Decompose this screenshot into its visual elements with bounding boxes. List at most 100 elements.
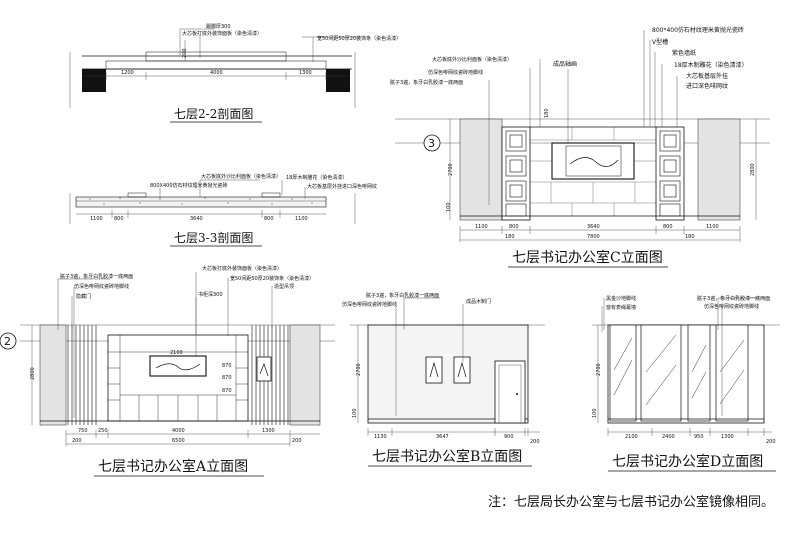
note-22-1: 大芯板打底外装饰面板（染色清漆） (182, 30, 262, 37)
d-sub-0: 200 (766, 439, 776, 445)
dim-33-3: 800 (264, 216, 274, 222)
c-height-100: 100 (446, 202, 452, 212)
d-height-2700: 2700 (596, 363, 602, 376)
a-inner-3: 870 (222, 388, 232, 394)
note-c-0: 800*400仿石材纹理米黄抛光瓷砖 (652, 26, 744, 34)
a-scroll-painting (149, 355, 207, 377)
note-33-1: 800X400仿石材纹理米黄抛光瓷砖 (150, 182, 228, 189)
dim-33-2: 3640 (190, 216, 203, 222)
a-dim-2: 4000 (172, 428, 185, 434)
b-frame-left (425, 356, 443, 384)
dim-22-small: 200 (182, 48, 188, 58)
note-d-3: 仿深色啡网纹瓷砖地脚线 (704, 303, 759, 310)
note-c-9: 成品轴画 (553, 60, 577, 68)
dim-33-4: 1100 (295, 216, 308, 222)
c-height-2800: 2800 (750, 163, 756, 176)
marker-2-label: 2 (4, 335, 11, 348)
c-dim-3: 800 (663, 224, 673, 230)
note-c-6: 大芯板底外沙比利面板（染色清漆） (432, 56, 512, 63)
marker-3-label: 3 (428, 137, 435, 150)
note-c-4: 大芯板基层外挂 (686, 72, 728, 80)
dim-22-0: 1200 (121, 70, 134, 76)
c-fretwork-left (501, 126, 531, 221)
note-c-5: 进口深色啡网纹 (686, 82, 728, 90)
c-wall-right (697, 118, 741, 221)
a-frame-picture (256, 356, 272, 382)
painting-landscape (569, 157, 619, 167)
d-dim-1: 2400 (662, 434, 675, 440)
c-height-2700: 2700 (448, 163, 454, 176)
c-dim-total: 7800 (587, 234, 600, 240)
d-glass-panel-3 (687, 324, 711, 422)
a-inner-0: 2100 (170, 350, 183, 356)
note-a-0: 腻子3遍，象牙白乳胶漆一底两面 (60, 273, 133, 280)
title-elevation-d: 七层书记办公室D立面图 (612, 453, 763, 470)
floor-strip (75, 196, 327, 208)
b-frame-right (453, 356, 471, 384)
a-dim-0: 750 (78, 428, 88, 434)
c-dim-2: 3640 (587, 224, 600, 230)
section-marker-2 (0, 332, 17, 350)
a-sub-1: 200 (292, 438, 302, 444)
note-b-1: 仿深色啡网纹瓷砖地脚线 (342, 301, 397, 308)
section-2-2: 踢脚厚300 大芯板打底外装饰面板（染色清漆） 宽50间距50厚20装饰条（染色… (69, 23, 401, 123)
a-wall-right (289, 324, 321, 426)
a-sub-0: 200 (72, 438, 82, 444)
a-dim-3: 1300 (262, 428, 275, 434)
d-height-100: 100 (592, 408, 598, 418)
stone-texture (89, 197, 313, 205)
elevation-d: 黑金沙地脚线 窗有表绳幕墙 腻子3遍，象牙白乳胶漆一底两面 仿深色啡网纹瓷砖地脚… (592, 295, 780, 472)
section-marker-3 (423, 134, 441, 152)
door-handle-icon (516, 393, 518, 395)
note-c-3: 18厚木制雕花（染色清漆） (674, 61, 748, 69)
wall-block-left (82, 69, 106, 92)
title-elevation-b: 七层书记办公室B立面图 (372, 448, 522, 465)
b-height-2700: 2700 (356, 363, 362, 376)
dim-22-1: 4000 (210, 70, 223, 76)
a-inner-1: 870 (222, 363, 232, 369)
dim-22-2: 1300 (299, 70, 312, 76)
title-section-2-2: 七层2-2剖面图 (174, 107, 253, 121)
note-d-1: 窗有表绳幕墙 (606, 304, 636, 311)
c-dim-0: 1100 (475, 224, 488, 230)
c-dim-1: 800 (509, 224, 519, 230)
c-small-180: 180 (544, 108, 550, 118)
elevation-c: 3 (390, 26, 770, 268)
c-sub-0: 180 (505, 234, 515, 240)
elevation-a: 2 (0, 265, 335, 477)
a-height-2800: 2800 (30, 367, 36, 380)
d-glass-panel-2 (640, 324, 682, 422)
b-dim-0: 1130 (374, 434, 387, 440)
note-33-2: 18厚木制雕花（染色清漆） (286, 174, 347, 181)
title-section-3-3: 七层3-3剖面图 (174, 231, 253, 245)
note-d-0: 黑金沙地脚线 (606, 295, 636, 302)
d-dim-3: 1300 (721, 434, 734, 440)
c-scroll-painting (551, 142, 635, 180)
note-c-8: 腻子3遍，象牙白乳胶漆一底两面 (390, 79, 463, 86)
b-wood-door[interactable] (494, 360, 526, 424)
note-a-3: 大芯板打底外装饰面板（染色清漆） (202, 265, 282, 272)
title-elevation-c: 七层书记办公室C立面图 (512, 249, 663, 266)
c-sub-1: 180 (685, 234, 695, 240)
note-33-0: 大芯板底外沙比利面板（染色清漆） (201, 173, 281, 180)
a-slats-left (67, 325, 97, 425)
note-a-6: 造型吊顶 (274, 283, 294, 290)
elevation-b: 腻子3遍，象牙白乳胶漆一底两面 仿深色啡网纹瓷砖地脚线 成品木制门 2700 1… (342, 292, 545, 467)
d-glass-panel-1 (609, 324, 637, 422)
a-dim-1: 250 (98, 428, 108, 434)
note-c-7: 仿深色啡网纹瓷砖地脚线 (428, 69, 483, 76)
note-c-2: 紫色墙纸 (672, 49, 696, 57)
section-3-3: 大芯板底外沙比利面板（染色清漆） 800X400仿石材纹理米黄抛光瓷砖 18厚木… (69, 173, 377, 247)
wall-block-right (326, 69, 350, 92)
d-glass-reflections (613, 334, 745, 406)
c-wall-left (459, 118, 503, 221)
note-b-0: 腻子3遍，象牙白乳胶漆一底两面 (366, 292, 439, 299)
b-dim-1: 3647 (436, 434, 449, 440)
d-glass-panel-4 (715, 324, 749, 422)
c-fretwork-right (655, 126, 685, 221)
footnote: 注：七层局长办公室与七层书记办公室镜像相同。 (488, 494, 774, 510)
dim-33-0: 1100 (90, 216, 103, 222)
note-33-3: 大芯板基层外挂进口深色啡网纹 (307, 183, 377, 190)
note-a-4: 宽50间距50厚20装饰条（染色清漆） (230, 275, 314, 282)
